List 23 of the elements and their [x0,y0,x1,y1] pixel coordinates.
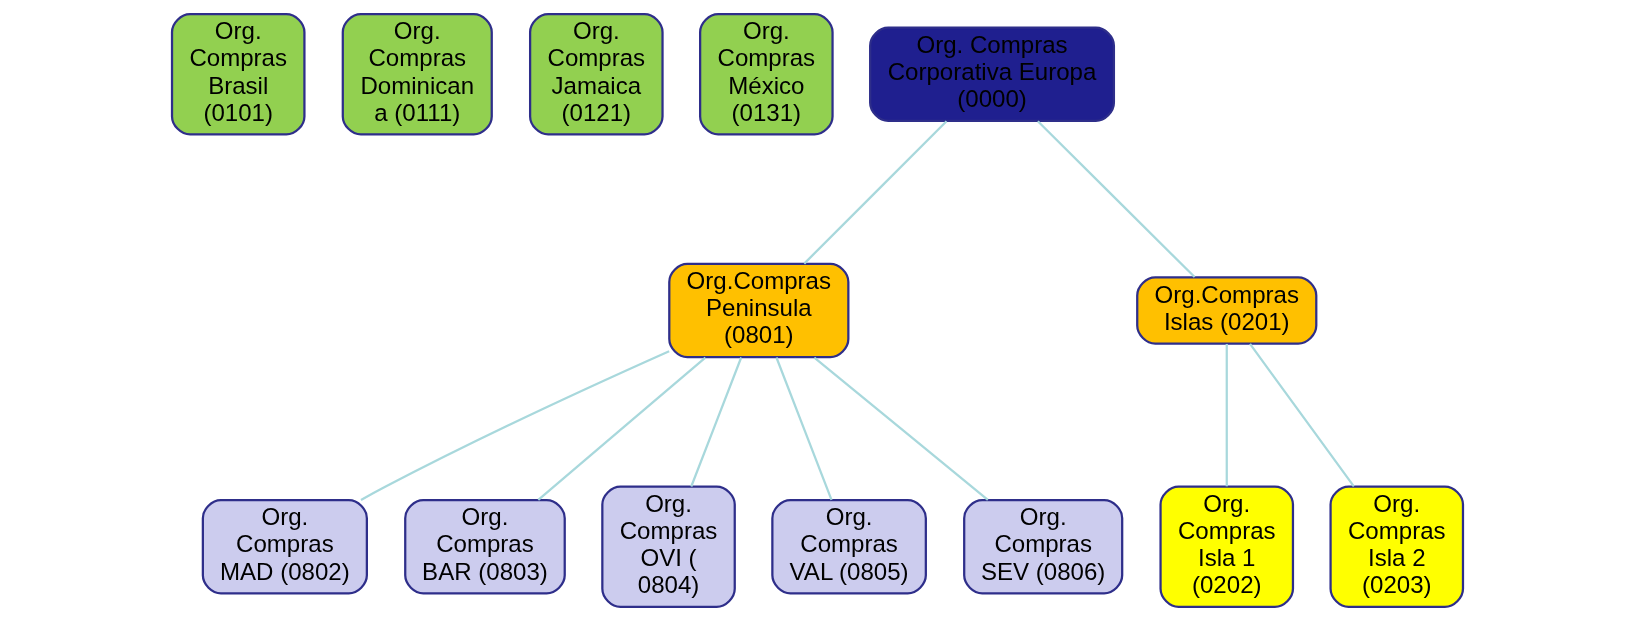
node-box: Org. Compras Isla 2 (0203) [1329,485,1465,609]
connector [360,350,670,501]
connector [1037,120,1196,278]
node-box: Org. Compras OVI ( 0804) [601,485,736,609]
node-box: Org. Compras SEV (0806) [963,498,1124,595]
connector [803,120,948,265]
node-box: Org. Compras Corporativa Europa (0000) [869,26,1116,123]
node-box: Org. Compras VAL (0805) [771,498,927,595]
node-box: Org. Compras BAR (0803) [404,498,566,595]
connector [537,356,707,501]
node-box: Org.Compras Islas (0201) [1136,276,1318,345]
connector [1225,343,1228,487]
node-box: Org.Compras Peninsula (0801) [668,262,850,359]
node-box: Org. Compras México (0131) [699,12,834,136]
node-box: Org. Compras MAD (0802) [201,498,368,595]
connector [690,357,743,487]
connector [775,357,833,501]
node-box: Org. Compras Brasil (0101) [170,12,306,136]
connector [813,356,989,501]
node-box: Org. Compras Jamaica (0121) [529,12,664,136]
node-box: Org. Compras Isla 1 (0202) [1159,485,1295,609]
node-box: Org. Compras Dominican a (0111) [341,12,493,136]
connector [1249,343,1355,487]
